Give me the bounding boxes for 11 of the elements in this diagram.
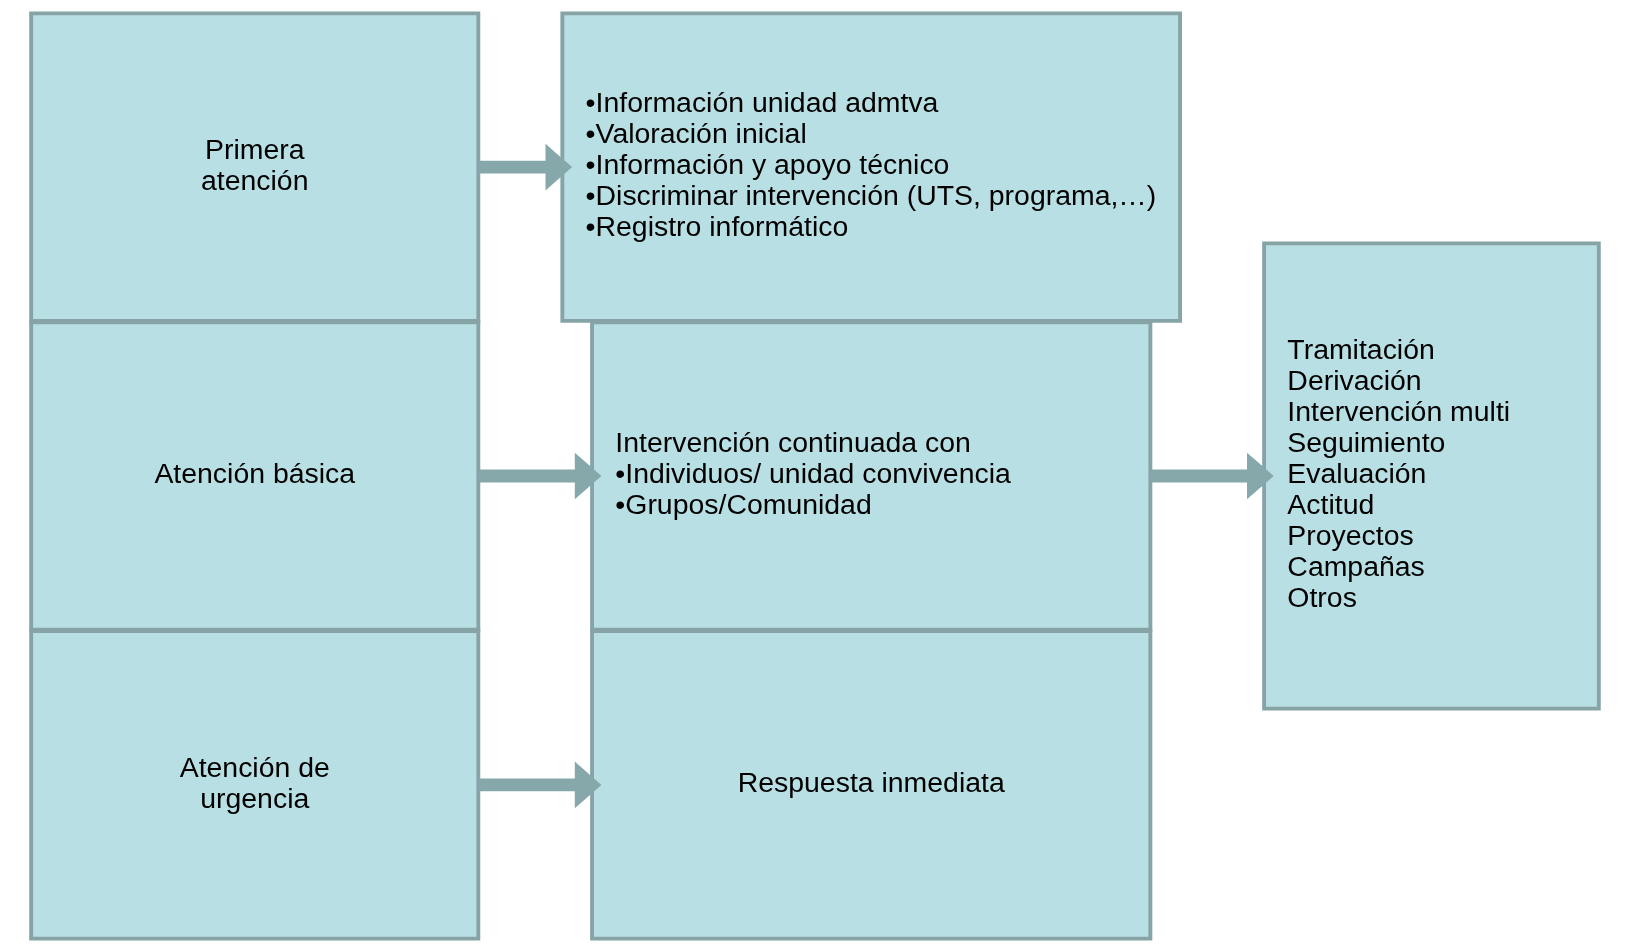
- node-box: Primera atención: [28, 11, 480, 323]
- node-box: Respuesta inmediata: [589, 629, 1152, 941]
- arrow: [478, 452, 601, 500]
- node-box: Tramitación Derivación Intervención multi Seguimiento Evaluación Actitud Proyectos Campañas Otros: [1261, 241, 1601, 711]
- node-box: Atención básica: [28, 320, 480, 632]
- arrow: [478, 143, 572, 191]
- arrow: [478, 761, 601, 809]
- node-box: •Información unidad admtva •Valoración inicial •Información y apoyo técnico •Discriminar intervención (UTS, programa,…) •Registro informático: [559, 11, 1182, 323]
- node-box: Intervención continuada con •Individuos/ unidad convivencia •Grupos/Comunidad: [589, 320, 1152, 632]
- arrow: [1150, 452, 1274, 500]
- node-box: Atención de urgencia: [28, 629, 480, 941]
